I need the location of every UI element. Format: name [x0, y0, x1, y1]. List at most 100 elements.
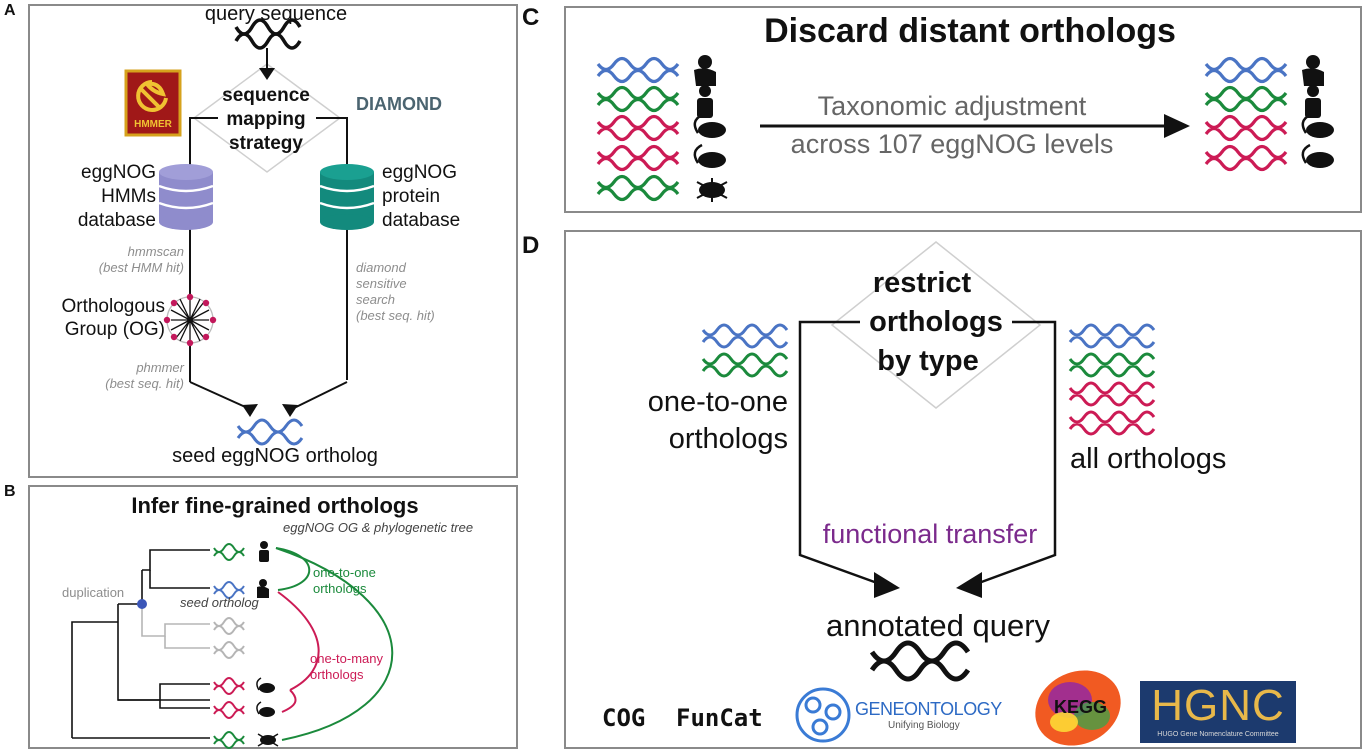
protein-db-line-3: database [382, 210, 461, 231]
chimp-icon [257, 579, 269, 598]
diamond-search-line-2: sensitive [356, 276, 407, 291]
d-one-to-one-line-2: orthologs [668, 423, 788, 455]
panel-d [564, 230, 1362, 749]
c-dna-left-5 [596, 174, 680, 202]
diamond-label: DIAMOND [356, 94, 442, 114]
c-dna-left-2 [596, 85, 680, 113]
one-to-many-label-1: one-to-many [310, 651, 383, 666]
d-dna-right-2 [1068, 352, 1156, 378]
hmm-db-line-3: database [77, 210, 156, 231]
panel-d-label: D [522, 232, 540, 259]
d-one-to-one-line-1: one-to-one [647, 386, 788, 418]
hmmer-logo-text: HMMER [134, 119, 172, 130]
dna-human [213, 543, 245, 561]
c-chimp-icon-right [1302, 55, 1324, 86]
c-dna-left-1 [596, 56, 680, 84]
functional-transfer-label: functional transfer [822, 519, 1038, 549]
one-to-all-curve [275, 547, 394, 741]
annotated-dna-icon [869, 640, 971, 682]
all-orthologs-label: all orthologs [1070, 443, 1227, 475]
seed-ortholog-tree-label: seed ortholog [180, 595, 259, 610]
hmmscan-line-1: hmmscan [127, 244, 184, 259]
query-dna-icon [234, 18, 302, 50]
hmm-database-icon [158, 164, 214, 230]
phmmer-line-1: phmmer [136, 360, 184, 375]
strategy-line-3: strategy [229, 133, 303, 154]
panel-c-title: Discard distant orthologs [764, 12, 1176, 50]
hgnc-logo-text: HGNC [1151, 681, 1285, 730]
c-human-icon-left [697, 85, 713, 118]
kegg-logo-icon [1035, 670, 1121, 746]
c-mouse-icon-left-1 [693, 113, 726, 138]
taxonomic-line-1: Taxonomic adjustment [817, 91, 1087, 121]
d-dna-left-2 [701, 352, 789, 378]
cog-logo: COG [602, 704, 646, 732]
dna-seed [213, 581, 245, 599]
protein-db-line-2: protein [382, 186, 441, 207]
restrict-diamond [830, 241, 1042, 409]
c-dna-right-4 [1204, 144, 1288, 172]
hgnc-logo-box [1140, 681, 1296, 743]
phmmer-line-2: (best seq. hit) [105, 376, 184, 391]
hmm-db-line-2: HMMs [101, 186, 156, 207]
mouse-icon-2 [256, 701, 275, 717]
panel-c [564, 6, 1362, 213]
panel-b [28, 485, 518, 749]
panel-a-label: A [4, 2, 16, 19]
protein-db-line-1: eggNOG [382, 162, 457, 183]
diamond-search-line-3: search [356, 292, 396, 307]
c-dna-right-3 [1204, 114, 1288, 142]
hmmer-logo [124, 69, 182, 137]
d-dna-right-1 [1068, 323, 1156, 349]
panel-a [28, 4, 518, 478]
og-network-icon [163, 293, 217, 347]
panel-b-label: B [4, 483, 16, 500]
one-to-one-label-1: one-to-one [313, 565, 376, 580]
c-mouse-icon-right-1 [1301, 113, 1334, 138]
c-dna-right-1 [1204, 56, 1288, 84]
strategy-line-1: sequence [222, 85, 310, 106]
one-to-one-label-2: orthologs [313, 581, 367, 596]
human-icon [259, 541, 269, 562]
dna-mouse-1 [213, 677, 245, 695]
restrict-line-2: orthologs [869, 306, 1003, 338]
c-dna-right-2 [1204, 85, 1288, 113]
hmmscan-line-2: (best HMM hit) [98, 260, 184, 275]
seed-dna-icon [236, 418, 304, 446]
panel-b-subtitle: eggNOG OG & phylogenetic tree [283, 520, 474, 535]
one-to-many-label-2: orthologs [310, 667, 364, 682]
strategy-line-2: mapping [226, 109, 306, 130]
query-sequence-label: query sequence [204, 3, 348, 25]
c-dna-left-4 [596, 144, 680, 172]
dna-mouse-2 [213, 701, 245, 719]
c-mouse-icon-left-2 [693, 143, 726, 168]
go-logo-icon [795, 687, 851, 743]
dna-gray-2 [213, 641, 245, 659]
d-dna-left-1 [701, 323, 789, 349]
go-tagline: Unifying Biology [888, 720, 960, 731]
one-to-many-curve [277, 591, 320, 713]
protein-database-icon [319, 164, 375, 230]
funcat-logo: FunCat [676, 704, 763, 732]
duplication-node [137, 599, 147, 609]
duplication-label: duplication [62, 585, 125, 600]
og-line-1: Orthologous [61, 296, 165, 317]
c-chimp-icon-left [694, 55, 716, 86]
restrict-line-1: restrict [872, 267, 972, 299]
seed-ortholog-label: seed eggNOG ortholog [172, 445, 378, 467]
d-dna-right-3 [1068, 381, 1156, 407]
c-dna-left-3 [596, 114, 680, 142]
dna-fly [213, 731, 245, 749]
og-line-2: Group (OG) [64, 319, 165, 340]
dna-gray-1 [213, 617, 245, 635]
panel-b-title: Infer fine-grained orthologs [131, 493, 419, 518]
panel-c-label: C [522, 4, 540, 31]
c-fly-icon-left [696, 178, 728, 202]
d-dna-right-4 [1068, 410, 1156, 436]
one-to-one-curve [275, 547, 311, 591]
c-human-icon-right [1305, 85, 1321, 118]
